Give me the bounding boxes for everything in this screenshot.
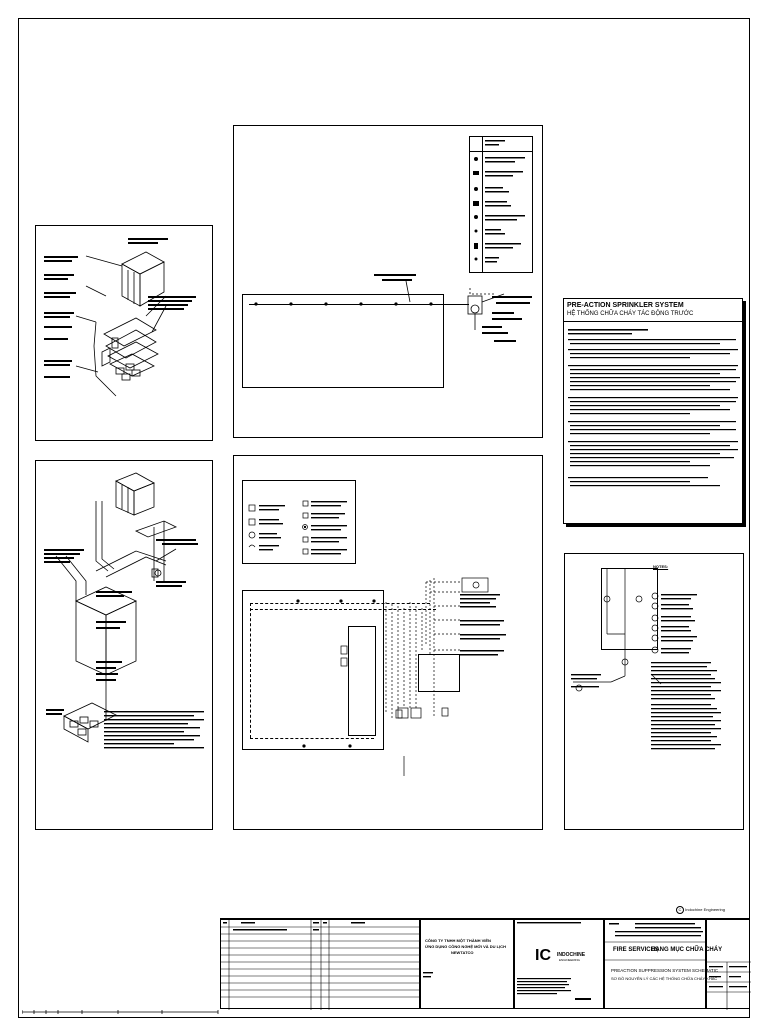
logo-sub: ENGINEERING [559,958,581,962]
company-line-2: ỨNG DỤNG CÔNG NGHỆ MỚI VÀ DU LỊCH [425,944,506,949]
kitchen-exhaust-drawing [44,472,204,749]
revision-table [220,919,421,1010]
consultant-box: IC INDOCHINE ENGINEERING [514,919,604,1009]
copyright-text: Indochine Engineering [685,907,725,912]
scale-bar [22,1010,219,1014]
company-line-3: NEWTATCO [451,950,474,955]
legend-table [469,136,533,273]
sheet-border [18,18,750,1018]
panel-kitchen-hood-isometric [35,225,213,441]
drawing-title-box: FIRE SERVICES HẠNG MỤC CHỮA CHÁY PREACTI… [604,919,722,1009]
control-panel-box [418,654,460,692]
panel-data-room: NOTES: [564,553,744,830]
preaction-notes-box: PRE-ACTION SPRINKLER SYSTEM HỆ THỐNG CHỮ… [563,298,743,524]
copyright-note: C Indochine Engineering [676,906,725,914]
kitchen-hood-drawing [44,238,196,397]
data-room-outline [601,568,658,650]
notes-body-text [568,329,740,487]
section-vi: HẠNG MỤC CHỮA CHÁY [651,947,723,953]
panel-substation [233,455,543,830]
company-line-1: CÔNG TY TNHH MỘT THÀNH VIÊN [425,938,491,943]
section-en: FIRE SERVICES [613,947,659,953]
indochine-logo-icon: IC [535,947,551,964]
transformer-unit [348,626,376,736]
panel-generator-room [233,125,543,438]
notes-title: PRE-ACTION SPRINKLER SYSTEM [567,302,684,309]
title-block: CÔNG TY TNHH MỘT THÀNH VIÊN ỨNG DỤNG CÔN… [220,918,751,1019]
legend-box [242,480,356,564]
notes-subtitle: HỆ THỐNG CHỮA CHÁY TÁC ĐỘNG TRƯỚC [567,311,694,317]
panel-kitchen-exhaust-isometric [35,460,213,830]
drawing-title-en: PREACTION SUPPRESSION SYSTEM SCHEMATIC [611,968,719,973]
drawing-title-vi: SƠ ĐỒ NGUYÊN LÝ CÁC HỆ THỐNG CHỮA CHÁY K… [611,976,718,981]
copyright-icon: C [676,906,684,914]
substation-outline [242,590,384,750]
client-box: CÔNG TY TNHH MỘT THÀNH VIÊN ỨNG DỤNG CÔN… [420,919,514,1009]
logo-word: INDOCHINE [557,952,586,958]
drawing-info-box [706,919,751,1010]
notes-heading: NOTES: [653,564,669,569]
generator-room-outline [242,294,444,388]
sprinkler-main-pipe [249,304,469,305]
